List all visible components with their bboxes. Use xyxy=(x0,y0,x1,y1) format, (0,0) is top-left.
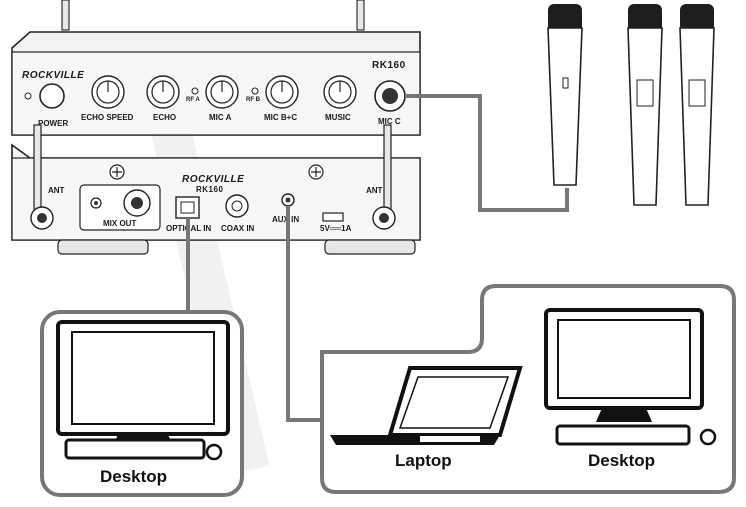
power-led xyxy=(24,92,32,100)
right-desktop-label: Desktop xyxy=(588,451,655,470)
bottom-model: RK160 xyxy=(196,185,223,194)
mic-c-jack[interactable] xyxy=(374,80,406,112)
rf-b-led xyxy=(251,87,259,95)
ant-left-label: ANT xyxy=(48,186,65,195)
top-brand: ROCKVILLE xyxy=(22,70,84,81)
mic-bc-knob[interactable] xyxy=(265,75,299,109)
usb-label: 5V══1A xyxy=(320,224,352,233)
echo-label: ECHO xyxy=(153,113,176,122)
mic-a-knob[interactable] xyxy=(205,75,239,109)
mic-c-label: MIC C xyxy=(378,117,401,126)
foot-right xyxy=(324,239,416,255)
microphone-handheld-2 xyxy=(627,4,663,206)
laptop-device xyxy=(330,366,523,445)
mic-bc-label: MIC B+C xyxy=(264,113,297,122)
top-unit: ROCKVILLE RK160 POWER ECHO SPEED ECHO RF… xyxy=(11,0,421,136)
right-device-panel: Laptop Desktop xyxy=(320,284,736,494)
cable-aux xyxy=(286,206,322,422)
left-device-panel: Desktop xyxy=(40,310,244,497)
mouse-left-icon xyxy=(205,443,223,461)
desktop-monitor-right xyxy=(544,308,717,446)
power-button[interactable] xyxy=(39,83,65,109)
aux-in-label: AUX IN xyxy=(272,215,299,224)
top-antenna-left xyxy=(61,0,70,31)
power-label: POWER xyxy=(38,119,68,128)
rf-a-led xyxy=(191,87,199,95)
mic-a-label: MIC A xyxy=(209,113,232,122)
music-label: MUSIC xyxy=(325,113,351,122)
ant-right-label: ANT xyxy=(366,186,383,195)
rf-b-label: RF B xyxy=(246,97,261,103)
ant-right-rod xyxy=(383,124,392,214)
coax-in-label: COAX IN xyxy=(221,224,255,233)
usb-port[interactable] xyxy=(322,212,344,222)
echo-speed-knob[interactable] xyxy=(91,75,125,109)
top-antenna-right xyxy=(356,0,365,31)
left-desktop-label: Desktop xyxy=(100,467,167,486)
echo-speed-label: ECHO SPEED xyxy=(81,113,134,122)
bottom-brand: ROCKVILLE xyxy=(182,174,244,185)
mix-out-label: MIX OUT xyxy=(103,219,136,228)
cable-mic-c xyxy=(405,94,569,212)
echo-knob[interactable] xyxy=(146,75,180,109)
rf-a-label: RF A xyxy=(186,97,200,103)
top-model: RK160 xyxy=(372,60,406,71)
microphone-handheld-3 xyxy=(679,4,715,206)
desktop-monitor-left xyxy=(56,320,230,461)
laptop-label: Laptop xyxy=(395,451,452,470)
ant-left-rod xyxy=(33,124,42,214)
microphone-handheld-1 xyxy=(547,4,583,186)
bottom-unit: ROCKVILLE RK160 ANT ANT MIX OUT OPTICAL … xyxy=(11,124,421,255)
foot-left xyxy=(57,239,149,255)
mouse-right-icon xyxy=(699,428,717,446)
music-knob[interactable] xyxy=(323,75,357,109)
